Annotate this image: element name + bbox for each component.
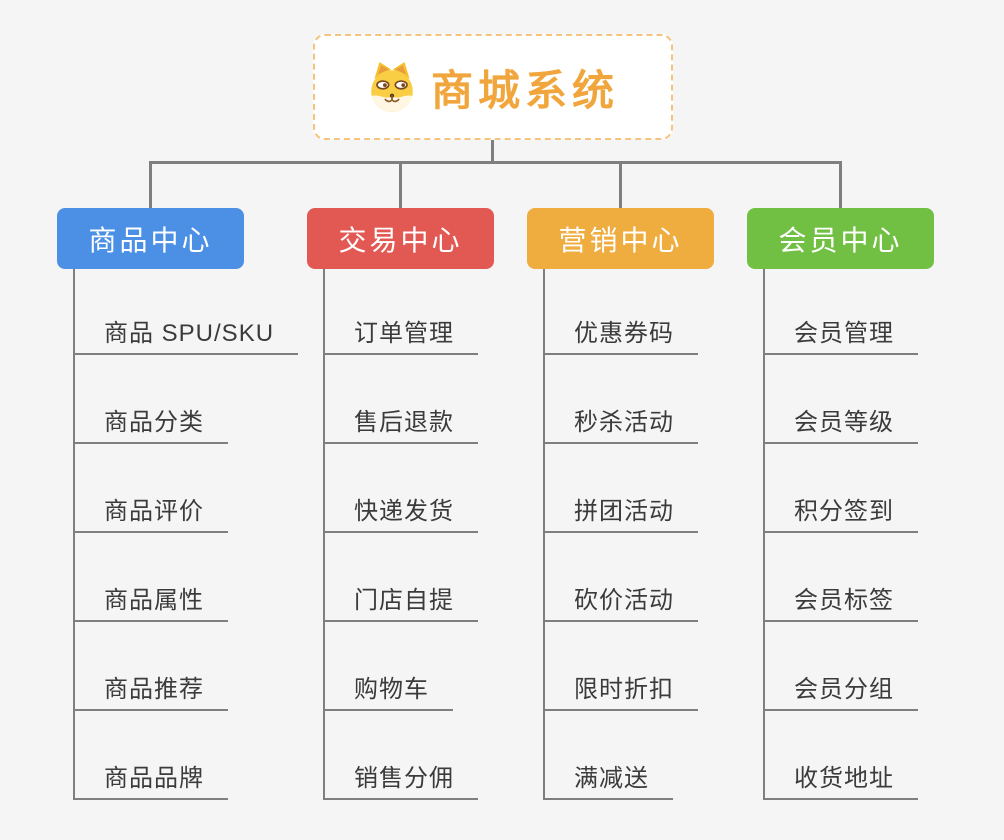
root-title: 商城系统 xyxy=(430,66,619,114)
root-topic[interactable]: 商城系统 xyxy=(313,34,673,140)
root-connector xyxy=(491,140,494,164)
leaf-topic[interactable]: 收货地址 xyxy=(763,760,918,800)
leaf-topic[interactable]: 拼团活动 xyxy=(543,493,698,533)
branch-node[interactable]: 会员中心 xyxy=(747,208,934,269)
branch-drop-connector xyxy=(149,161,152,208)
leaf-topic[interactable]: 门店自提 xyxy=(323,582,478,622)
leaf-topic[interactable]: 秒杀活动 xyxy=(543,404,698,444)
leaf-topic[interactable]: 会员分组 xyxy=(763,671,918,711)
branch-trunk-connector xyxy=(323,269,325,800)
leaf-topic[interactable]: 商品品牌 xyxy=(73,760,228,800)
branch-node[interactable]: 营销中心 xyxy=(527,208,714,269)
branch-node[interactable]: 交易中心 xyxy=(307,208,494,269)
branch-trunk-connector xyxy=(73,269,75,800)
leaf-topic[interactable]: 优惠券码 xyxy=(543,315,698,355)
leaf-topic[interactable]: 商品推荐 xyxy=(73,671,228,711)
leaf-topic[interactable]: 商品分类 xyxy=(73,404,228,444)
leaf-topic[interactable]: 商品 SPU/SKU xyxy=(73,315,299,355)
leaf-topic[interactable]: 购物车 xyxy=(323,671,453,711)
branch-drop-connector xyxy=(839,161,842,208)
leaf-topic[interactable]: 会员等级 xyxy=(763,404,918,444)
leaf-topic[interactable]: 商品属性 xyxy=(73,582,228,622)
branch-node[interactable]: 商品中心 xyxy=(57,208,244,269)
branch-trunk-connector xyxy=(763,269,765,800)
leaf-topic[interactable]: 会员标签 xyxy=(763,582,918,622)
leaf-topic[interactable]: 订单管理 xyxy=(323,315,478,355)
leaf-topic[interactable]: 限时折扣 xyxy=(543,671,698,711)
branch-drop-connector xyxy=(399,161,402,208)
leaf-topic[interactable]: 积分签到 xyxy=(763,493,918,533)
leaf-topic[interactable]: 售后退款 xyxy=(323,404,478,444)
leaf-topic[interactable]: 商品评价 xyxy=(73,493,228,533)
branch-trunk-connector xyxy=(543,269,545,800)
leaf-topic[interactable]: 满减送 xyxy=(543,760,673,800)
leaf-topic[interactable]: 砍价活动 xyxy=(543,582,698,622)
doge-icon xyxy=(371,62,413,112)
leaf-topic[interactable]: 会员管理 xyxy=(763,315,918,355)
branch-drop-connector xyxy=(619,161,622,208)
branch-spine xyxy=(149,161,842,164)
leaf-topic[interactable]: 销售分佣 xyxy=(323,760,478,800)
leaf-topic[interactable]: 快递发货 xyxy=(323,493,478,533)
